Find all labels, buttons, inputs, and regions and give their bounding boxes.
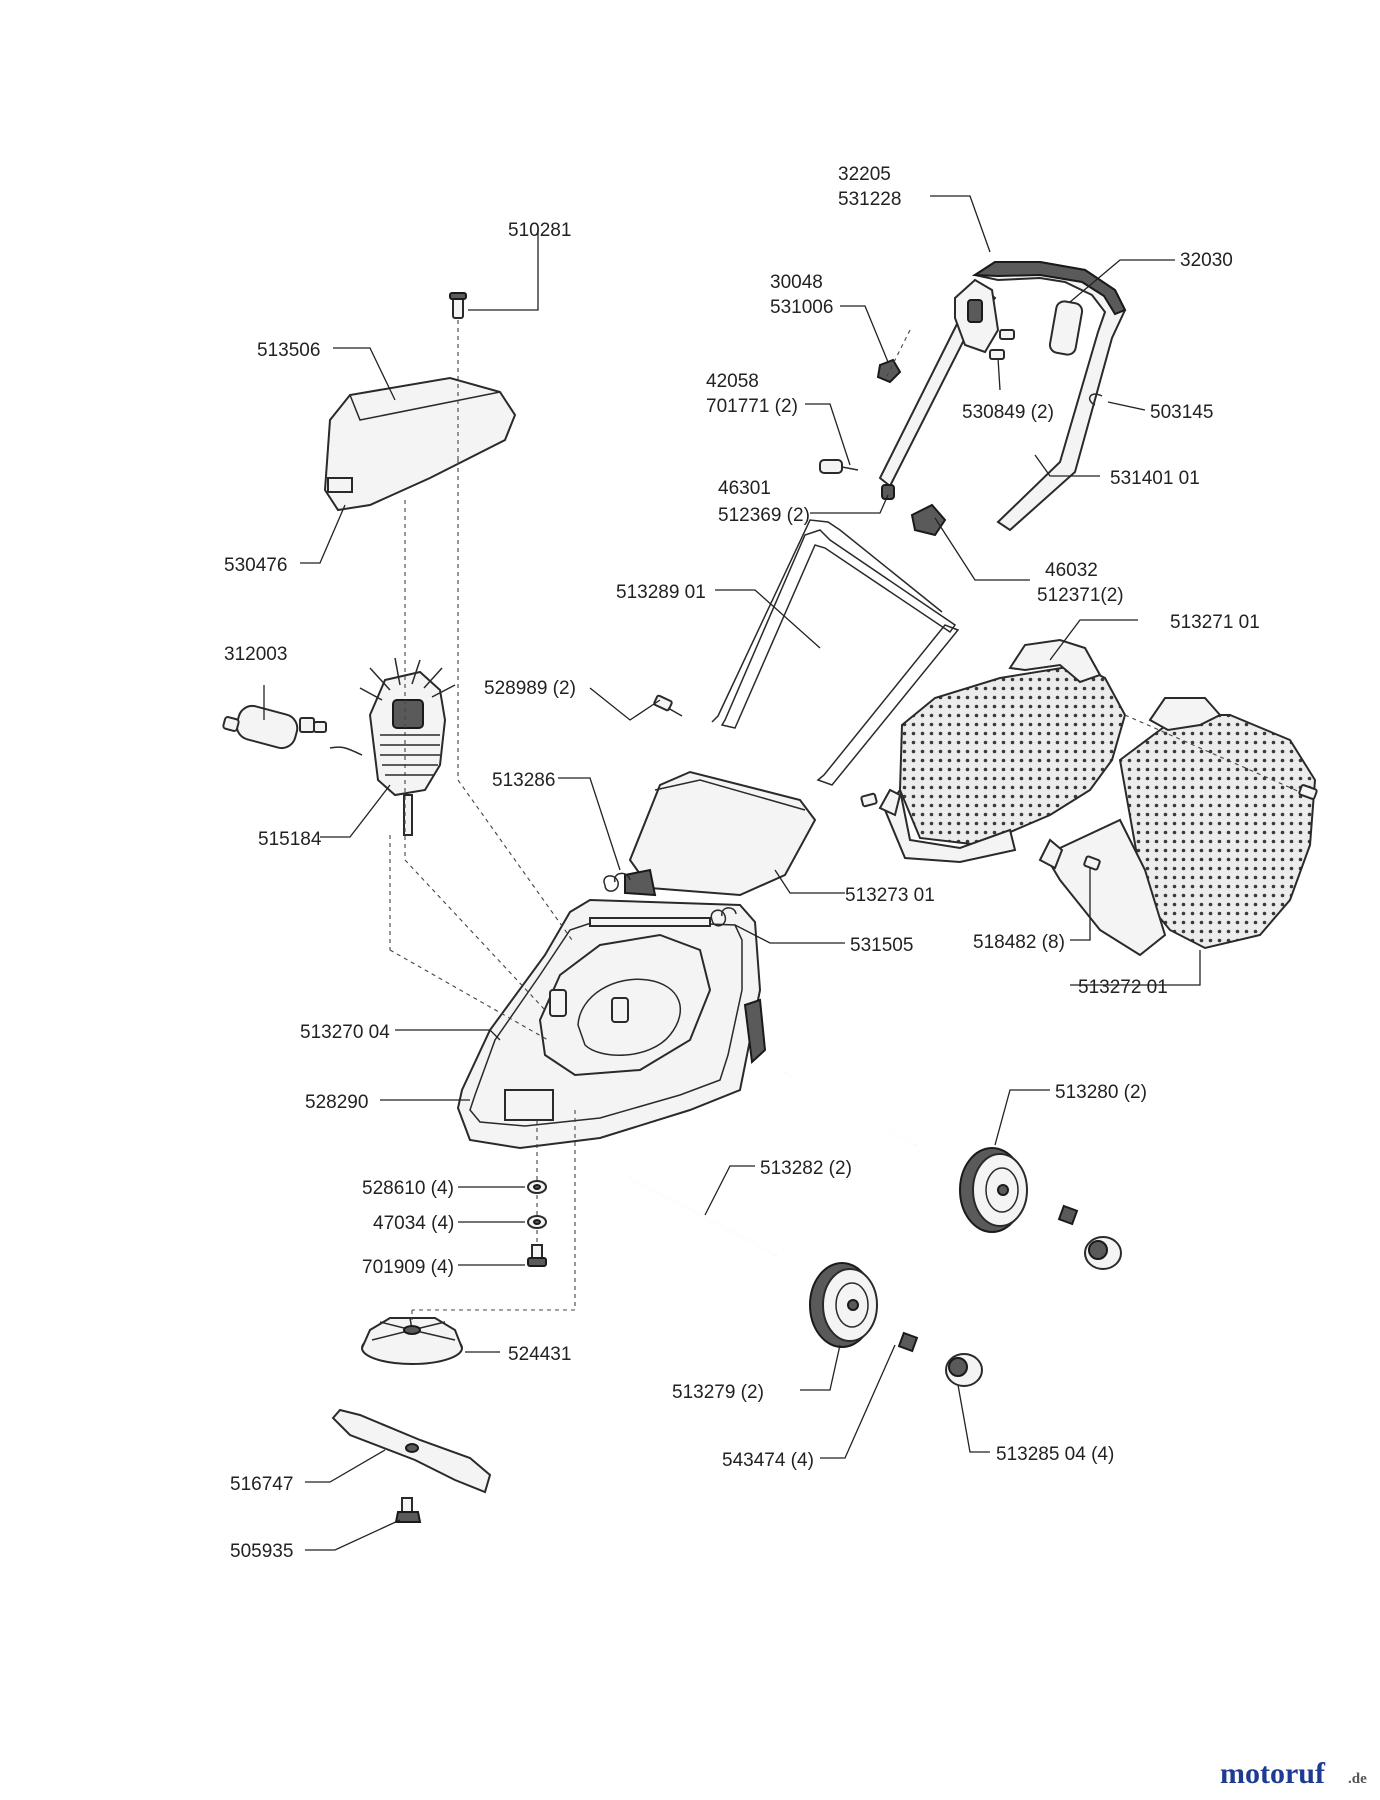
handle-small-parts: [819, 329, 1103, 537]
label-513273-01: 513273 01: [845, 885, 935, 906]
label-513289-01: 513289 01: [616, 582, 706, 603]
assembly-lines: [389, 320, 1301, 1320]
label-528290: 528290: [305, 1092, 368, 1113]
lower-handle: [711, 519, 960, 786]
label-30048: 30048: [770, 272, 823, 293]
label-531006: 531006: [770, 297, 833, 318]
upper-handle: [878, 261, 1127, 532]
front-axle: [785, 1072, 916, 1146]
label-513270-04: 513270 04: [300, 1022, 390, 1043]
label-516747: 516747: [230, 1474, 293, 1495]
label-515184: 515184: [258, 829, 322, 850]
fan: [361, 1317, 463, 1365]
label-46301: 46301: [718, 478, 771, 499]
wheel-513280: [959, 1147, 1028, 1233]
label-47034: 47034 (4): [373, 1213, 454, 1234]
label-701909: 701909 (4): [362, 1257, 454, 1278]
label-513280: 513280 (2): [1055, 1082, 1147, 1103]
screw-510281: [449, 292, 467, 319]
wheel-caps: [897, 1204, 1122, 1387]
part-labels: 32205 531228 32030 30048 531006 510281 5…: [224, 164, 1260, 1562]
grass-box-screws: [860, 784, 1318, 871]
label-543474: 543474 (4): [722, 1450, 814, 1471]
label-32030: 32030: [1180, 250, 1233, 271]
switch-box: [954, 278, 1000, 354]
label-513282: 513282 (2): [760, 1158, 852, 1179]
label-513285-04: 513285 04 (4): [996, 1444, 1114, 1465]
rear-flap: [624, 770, 817, 897]
watermark-suffix: .de: [1348, 1771, 1367, 1787]
blade: [331, 1408, 492, 1494]
label-524431: 524431: [508, 1344, 571, 1365]
spring-531505: [710, 907, 737, 927]
label-513286: 513286: [492, 770, 555, 791]
label-513506: 513506: [257, 340, 320, 361]
label-32205: 32205: [838, 164, 891, 185]
label-312003: 312003: [224, 644, 287, 665]
label-505935: 505935: [230, 1541, 293, 1562]
leader-lines: [263, 195, 1201, 1551]
spring-513286: [603, 872, 631, 892]
label-42058: 42058: [706, 371, 759, 392]
label-530849: 530849 (2): [962, 402, 1054, 423]
label-528610: 528610 (4): [362, 1178, 454, 1199]
label-518482: 518482 (8): [973, 932, 1065, 953]
washers: [527, 1180, 547, 1267]
motor: [359, 657, 456, 836]
label-513272-01: 513272 01: [1078, 977, 1168, 998]
label-510281: 510281: [508, 220, 571, 241]
label-531505: 531505: [850, 935, 913, 956]
label-46032: 46032: [1045, 560, 1098, 581]
label-528989: 528989 (2): [484, 678, 576, 699]
motor-cover: [323, 376, 517, 512]
wheel-513279: [809, 1262, 878, 1348]
label-513279: 513279 (2): [672, 1382, 764, 1403]
label-531401-01: 531401 01: [1110, 468, 1200, 489]
label-503145: 503145: [1150, 402, 1213, 423]
screw-528989: [653, 694, 683, 717]
label-701771: 701771 (2): [706, 396, 798, 417]
blade-screw: [394, 1497, 422, 1523]
label-530476: 530476: [224, 555, 287, 576]
watermark-logo: motoruf: [1220, 1757, 1326, 1790]
label-531228: 531228: [838, 189, 901, 210]
label-513271-01: 513271 01: [1170, 612, 1260, 633]
rear-axle: [629, 1177, 777, 1256]
grass-box-bottom: [1038, 697, 1317, 957]
label-512369: 512369 (2): [718, 505, 810, 526]
main-deck: [456, 898, 767, 1150]
capacitor: [222, 704, 363, 756]
label-512371: 512371(2): [1037, 585, 1124, 606]
grass-box-top: [878, 638, 1127, 864]
